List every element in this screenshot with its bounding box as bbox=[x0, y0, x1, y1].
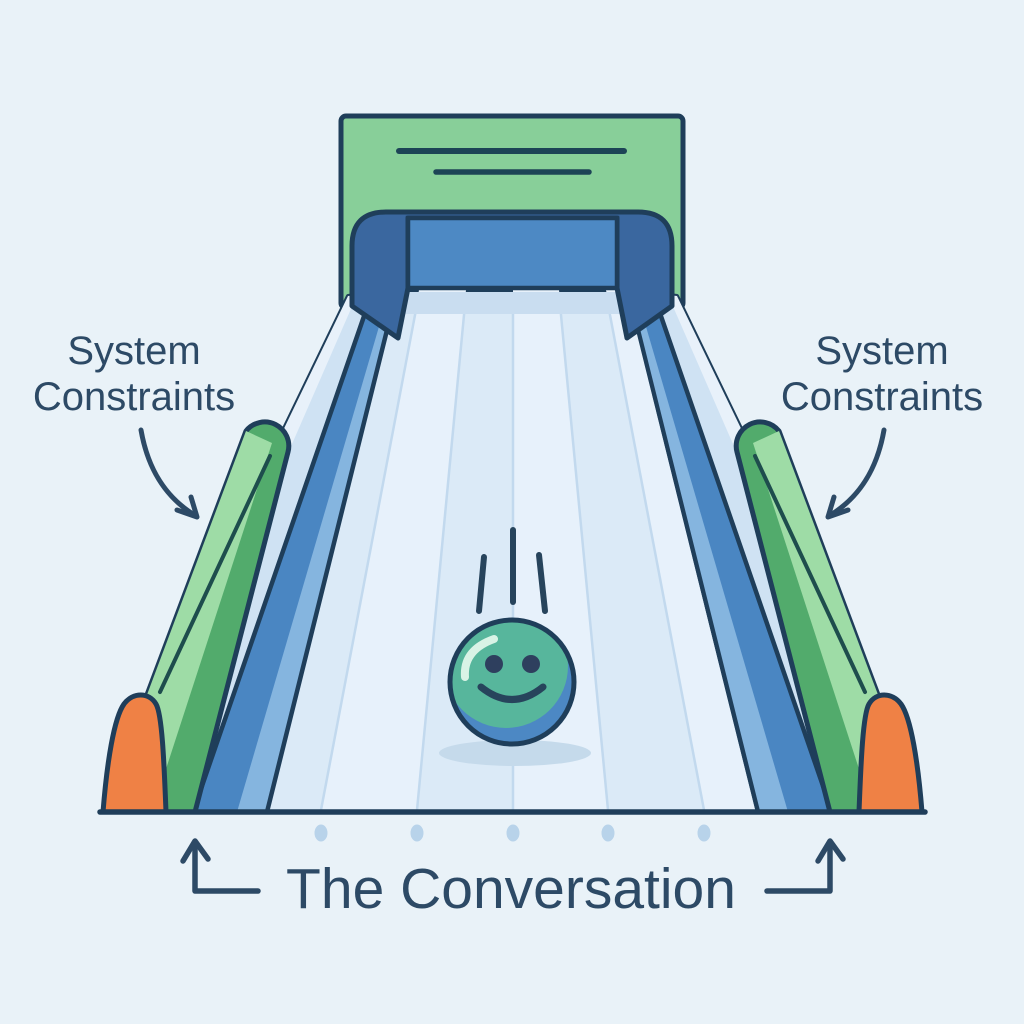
motion-line-left bbox=[476, 554, 487, 614]
elbow-arrow-right bbox=[764, 843, 833, 894]
approach-dot bbox=[314, 824, 328, 842]
approach-dot bbox=[506, 824, 520, 842]
label-system-constraints-right-line2: Constraints bbox=[781, 375, 983, 419]
annotation-arrows bbox=[138, 427, 887, 520]
elbow-arrows bbox=[180, 838, 846, 894]
bumper-left-end-cap bbox=[100, 692, 169, 815]
arrow-right-head bbox=[825, 494, 851, 520]
elbow-arrow-right-head bbox=[815, 838, 846, 864]
bumper-right-groove bbox=[753, 454, 867, 694]
label-system-constraints-left-line2: Constraints bbox=[33, 375, 235, 419]
lane-top-band bbox=[392, 292, 633, 314]
approach-dots bbox=[314, 824, 711, 842]
elbow-arrow-left-head bbox=[180, 838, 211, 864]
ball-highlight bbox=[460, 635, 498, 681]
bumper-right-end-cap bbox=[856, 692, 925, 815]
bumper-left bbox=[100, 419, 292, 815]
bumper-left-groove bbox=[158, 454, 272, 694]
motion-lines bbox=[476, 527, 548, 614]
pin-deck-panel bbox=[405, 215, 620, 291]
ball-eye-right bbox=[522, 655, 540, 673]
label-system-constraints-left-line1: System bbox=[67, 329, 200, 373]
lane-board-line bbox=[319, 293, 421, 811]
elbow-arrow-left bbox=[192, 843, 261, 894]
gutter-right-light bbox=[628, 292, 788, 812]
pin-deck bbox=[349, 209, 675, 341]
lane-board bbox=[606, 290, 755, 810]
smiley-ball bbox=[447, 617, 577, 747]
ball-shadow bbox=[439, 740, 591, 766]
approach-dot bbox=[601, 824, 615, 842]
approach-dot bbox=[697, 824, 711, 842]
label-the-conversation: The Conversation bbox=[286, 857, 736, 921]
ball-smile bbox=[477, 683, 547, 703]
bumper-right bbox=[733, 419, 925, 815]
arrow-left-head bbox=[174, 494, 200, 520]
lane-board-line bbox=[604, 293, 706, 811]
motion-line-right bbox=[536, 552, 548, 614]
gutter-left-light bbox=[237, 292, 397, 812]
lane-board-line bbox=[557, 293, 610, 811]
label-system-constraints-right-line1: System bbox=[815, 329, 948, 373]
approach-dot bbox=[410, 824, 424, 842]
ball-eye-left bbox=[485, 655, 503, 673]
arrow-left-curve bbox=[138, 427, 199, 519]
arrow-right-curve bbox=[826, 427, 887, 519]
ball-outline bbox=[447, 617, 577, 747]
lane-board bbox=[321, 290, 466, 810]
lane-board-line bbox=[415, 293, 468, 811]
